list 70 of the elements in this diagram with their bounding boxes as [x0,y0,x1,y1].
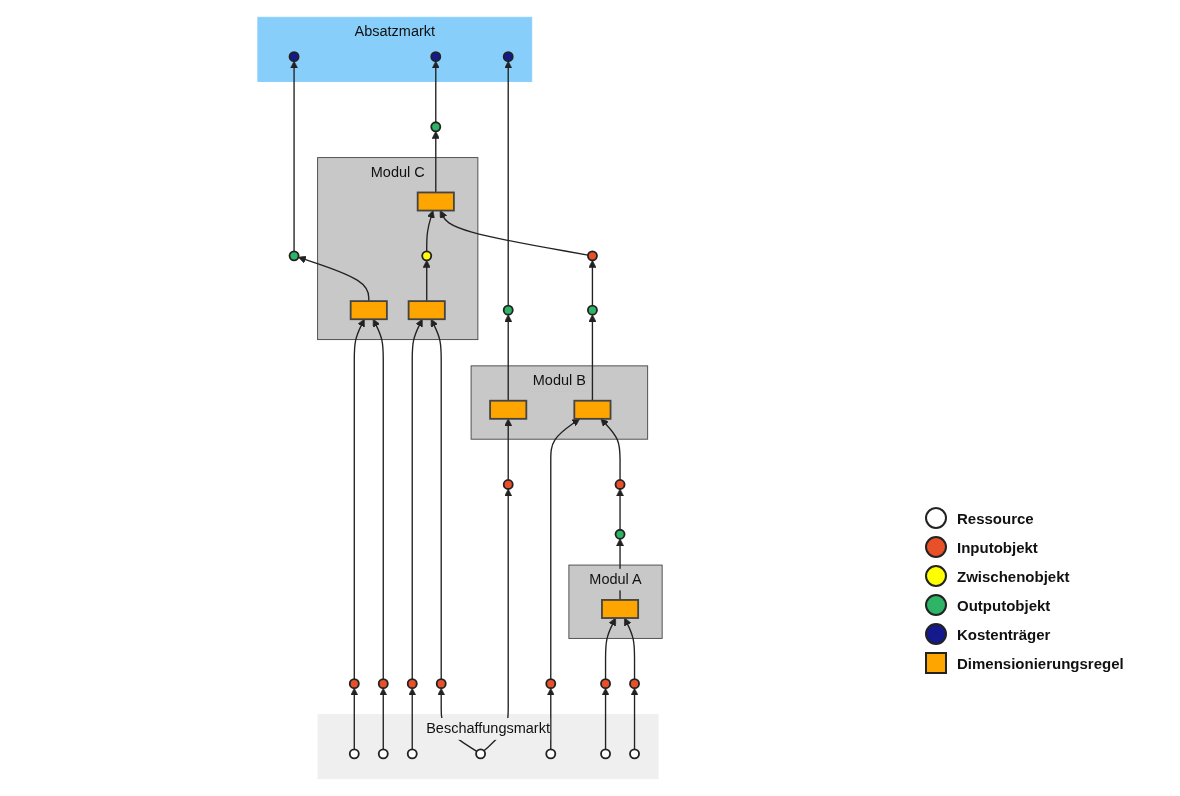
legend-label: Outputobjekt [957,596,1051,614]
node-circle [629,678,640,690]
cluster: Absatzmarkt [257,16,533,82]
node-box [601,599,640,619]
legend-label: Ressource [957,509,1034,527]
arrow [439,210,589,256]
arrow [431,130,440,194]
arrow [350,687,359,750]
node-circle [629,748,640,760]
node-circle [348,678,360,690]
legend-label: Zwischenobjekt [957,567,1070,585]
node-box [416,191,455,212]
legend-label: Kostenträger [957,625,1051,643]
arrow [422,260,431,302]
arrow [483,488,513,752]
arrow [504,418,513,481]
arrow [430,318,442,680]
node-circle [430,51,442,63]
node-circle [377,678,389,690]
node-circle [587,250,598,262]
cluster: Modul B [470,365,649,440]
node-circle [502,51,514,63]
node-circle [377,748,389,760]
arrow [431,60,440,123]
cluster: Beschaffungsmarkt [317,714,659,780]
node-circle [502,479,514,490]
node-circle [475,748,487,760]
node-circle [406,748,418,760]
node-circle [430,121,442,133]
arrow [408,687,417,750]
arrow [588,314,597,402]
node-circle [545,748,557,760]
node-circle [406,678,418,690]
arrow [426,210,435,252]
arrow [379,687,388,750]
cluster: Modul A [568,564,663,639]
arrow [588,260,597,307]
arrow [411,318,423,680]
arrow [616,488,625,531]
node-circle [614,479,626,490]
arrow [550,418,580,680]
arrow [298,255,370,302]
arrow [601,687,610,750]
arrow [290,60,299,252]
node-circle [421,250,433,262]
arrow [600,418,621,481]
node-circle [600,748,611,760]
node-box [349,300,388,321]
arrow [353,318,365,680]
legend-label: Dimensionierungsregel [957,654,1124,672]
arrow [604,617,616,680]
legend-label: Inputobjekt [957,538,1038,556]
node-circle [435,678,447,690]
node-circle [348,748,360,760]
node-box [573,399,612,420]
node-circle [502,304,514,316]
arrow [624,617,636,680]
node-box [407,300,446,321]
node-box [489,399,528,420]
cluster: Modul C [317,157,479,341]
arrow [504,60,513,307]
node-circle [614,528,626,540]
node-circle [288,51,300,63]
arrow [630,687,639,750]
arrow [372,318,384,680]
node-circle [288,250,300,262]
arrow [504,314,513,402]
node-circle [545,678,557,690]
node-circle [600,678,611,690]
node-circle [587,304,598,316]
